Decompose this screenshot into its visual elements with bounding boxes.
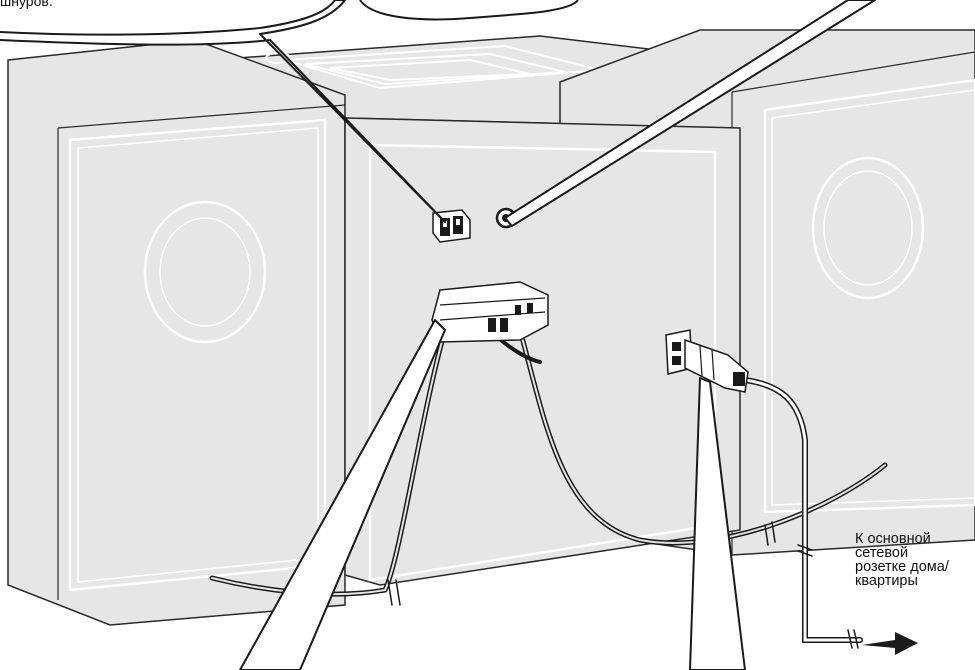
mains-label-line-3: розетке дома/ — [855, 559, 949, 575]
callout-text: шнуров. — [0, 0, 53, 9]
speaker-cables — [209, 327, 888, 606]
ac-inlet-plug — [665, 329, 749, 393]
speaker-connector — [431, 281, 549, 343]
callout-pointers — [0, 0, 876, 670]
mains-label-line-1: К основной — [855, 531, 931, 547]
mains-outlet-label: К основной сетевой розетке дома/ квартир… — [855, 531, 949, 589]
mains-arrow-icon — [862, 632, 918, 655]
power-cord — [742, 377, 863, 649]
left-speaker — [7, 39, 346, 626]
mains-label-line-2: сетевой — [855, 545, 909, 561]
mains-label-line-4: квартиры — [855, 573, 918, 589]
